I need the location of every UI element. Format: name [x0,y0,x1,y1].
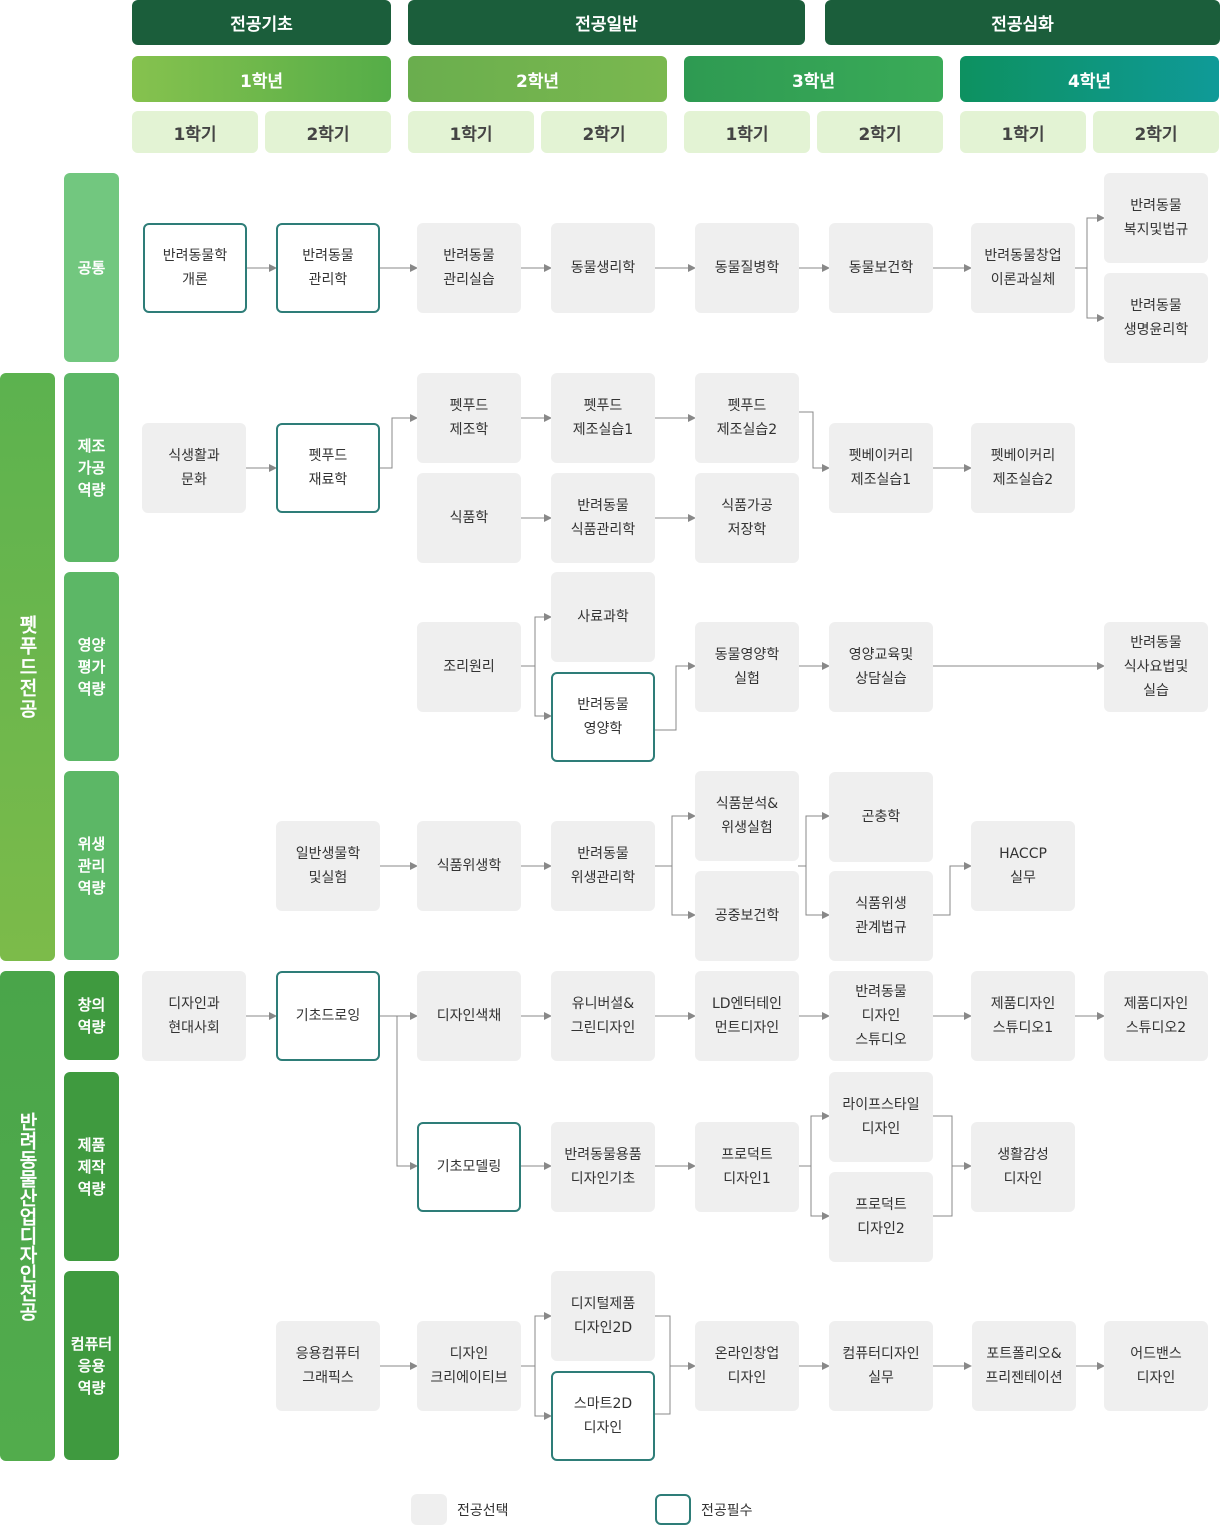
year-header-3: 3학년 [684,56,943,102]
course-box: 제품디자인 스튜디오1 [971,971,1075,1061]
course-box: 펫푸드 제조실습1 [551,373,655,463]
course-box: 반려동물 식품관리학 [551,473,655,563]
course-box: 제품디자인 스튜디오2 [1104,971,1208,1061]
course-box: 온라인창업 디자인 [695,1321,799,1411]
course-box: 반려동물학 개론 [143,223,247,313]
legend-required-label: 전공필수 [701,1502,753,1519]
course-box: 식품가공 저장학 [695,473,799,563]
year-header-2: 2학년 [408,56,667,102]
course-box: 동물보건학 [829,223,933,313]
category-product: 제품 제작 역량 [64,1072,119,1261]
course-box: 프로덕트 디자인2 [829,1172,933,1262]
course-box: 반려동물 생명윤리학 [1104,273,1208,363]
course-box: 펫베이커리 제조실습1 [829,423,933,513]
course-box: 디자인색채 [417,971,521,1061]
semester-header: 2학기 [1093,111,1219,153]
semester-header: 1학기 [408,111,534,153]
course-box: 펫베이커리 제조실습2 [971,423,1075,513]
course-box: 반려동물용품 디자인기초 [551,1122,655,1212]
year-header-4: 4학년 [960,56,1219,102]
course-box: 어드밴스 디자인 [1104,1321,1208,1411]
course-box: 기초모델링 [417,1122,521,1212]
semester-header: 1학기 [684,111,810,153]
course-box: 프로덕트 디자인1 [695,1122,799,1212]
course-box: 디지털제품 디자인2D [551,1271,655,1361]
course-box: 스마트2D 디자인 [551,1371,655,1461]
course-box: LD엔터테인 먼트디자인 [695,971,799,1061]
category-creative: 창의 역량 [64,971,119,1060]
legend-elective-swatch [411,1494,447,1525]
category-nutrition: 영양 평가 역량 [64,572,119,761]
course-box: 컴퓨터디자인 실무 [829,1321,933,1411]
course-box: 식품학 [417,473,521,563]
course-box: 사료과학 [551,572,655,662]
category-common: 공통 [64,173,119,362]
level-header-advanced: 전공심화 [825,0,1220,45]
course-box: 식품분석& 위생실험 [695,771,799,861]
level-header-basic: 전공기초 [132,0,391,45]
course-box: 생활감성 디자인 [971,1122,1075,1212]
course-box: 식품위생 관계법규 [829,871,933,961]
course-box: 유니버셜& 그린디자인 [551,971,655,1061]
course-box: 반려동물 위생관리학 [551,821,655,911]
course-box: 조리원리 [417,622,521,712]
category-manufacture: 제조 가공 역량 [64,373,119,562]
course-box: 곤충학 [829,772,933,862]
course-box: 동물생리학 [551,223,655,313]
semester-header: 2학기 [541,111,667,153]
course-box: 디자인 크리에이티브 [417,1321,521,1411]
course-box: 반려동물 식사요법및 실습 [1104,622,1208,712]
course-box: 반려동물 디자인 스튜디오 [829,971,933,1061]
course-box: 펫푸드 제조학 [417,373,521,463]
course-box: 반려동물 관리실습 [417,223,521,313]
category-hygiene: 위생 관리 역량 [64,771,119,960]
course-box: 일반생물학 및실험 [276,821,380,911]
course-box: 기초드로잉 [276,971,380,1061]
year-header-1: 1학년 [132,56,391,102]
course-box: 디자인과 현대사회 [142,971,246,1061]
category-computer: 컴퓨터 응용 역량 [64,1271,119,1460]
level-header-general: 전공일반 [408,0,805,45]
course-box: 반려동물 복지및법규 [1104,173,1208,263]
semester-header: 1학기 [132,111,258,153]
course-box: 동물영양학 실험 [695,622,799,712]
track-design: 반려동물산업디자인전공 [0,971,55,1461]
track-petfood: 펫푸드전공 [0,373,55,961]
legend-required-swatch [655,1494,691,1525]
course-box: 응용컴퓨터 그래픽스 [276,1321,380,1411]
course-box: 포트폴리오& 프리젠테이션 [972,1321,1076,1411]
legend-elective-label: 전공선택 [457,1502,509,1519]
course-box: 식생활과 문화 [142,423,246,513]
course-box: 라이프스타일 디자인 [829,1072,933,1162]
course-box: 공중보건학 [695,871,799,961]
semester-header: 1학기 [960,111,1086,153]
course-box: 펫푸드 제조실습2 [695,373,799,463]
course-box: 반려동물 관리학 [276,223,380,313]
course-box: 반려동물 영양학 [551,672,655,762]
semester-header: 2학기 [265,111,391,153]
course-box: 펫푸드 재료학 [276,423,380,513]
course-box: 영양교육및 상담실습 [829,622,933,712]
course-box: 식품위생학 [417,821,521,911]
course-box: 동물질병학 [695,223,799,313]
semester-header: 2학기 [817,111,943,153]
course-box: 반려동물창업 이론과실체 [971,223,1075,313]
course-box: HACCP 실무 [971,821,1075,911]
